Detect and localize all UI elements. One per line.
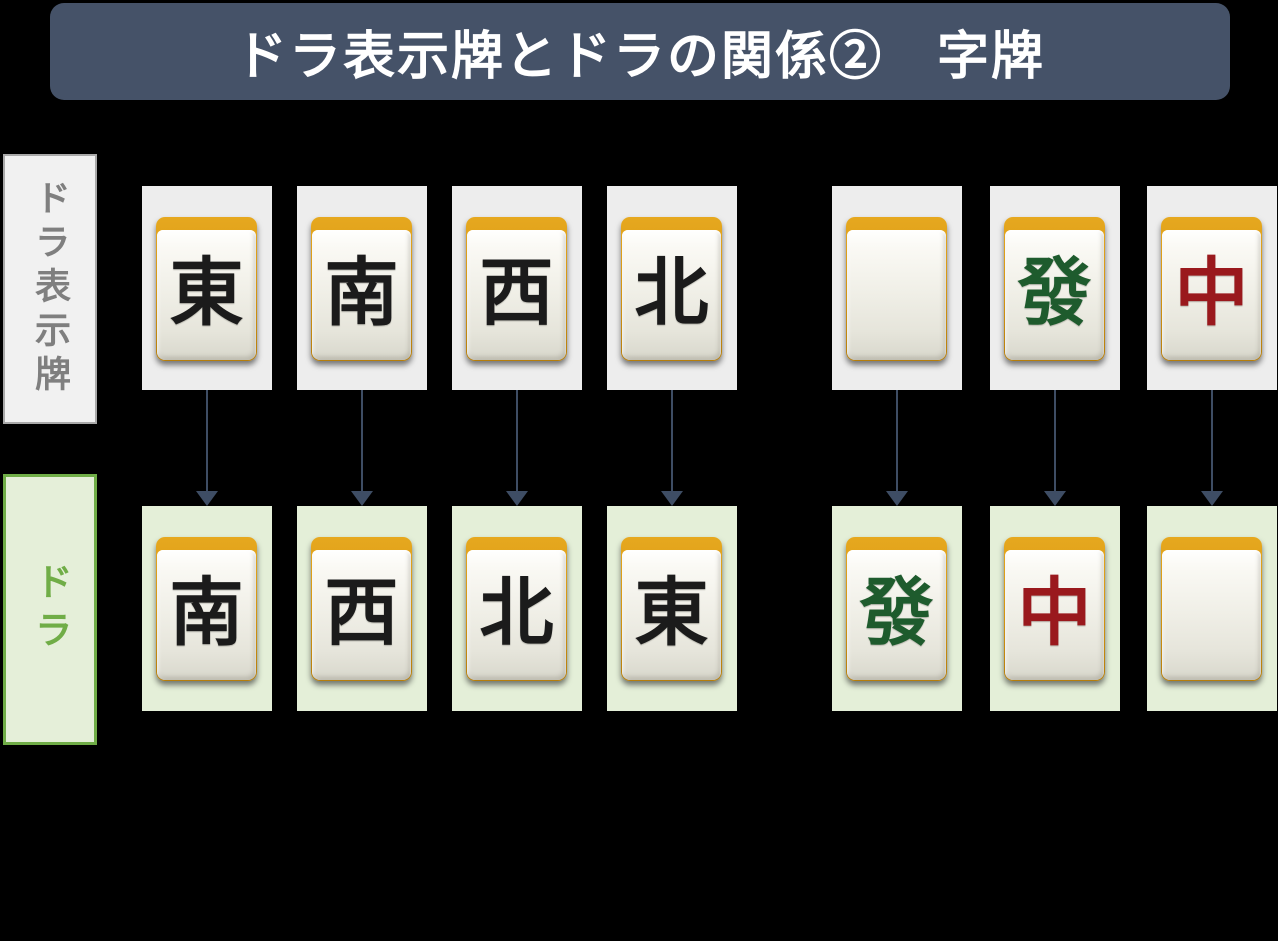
tile-glyph: 南 bbox=[324, 250, 399, 336]
dora-card-north: 北 bbox=[452, 506, 582, 711]
tile-face: 北 bbox=[622, 230, 721, 360]
dora-tile-east: 東 bbox=[621, 537, 722, 681]
indicator-tile-south: 南 bbox=[311, 217, 412, 361]
tile-glyph: 中 bbox=[1017, 570, 1092, 656]
dora-card-south: 南 bbox=[142, 506, 272, 711]
indicator-tile-red-dragon: 中 bbox=[1161, 217, 1262, 361]
indicator-tile-green-dragon: 發 bbox=[1004, 217, 1105, 361]
dora-tile-west: 西 bbox=[311, 537, 412, 681]
dora-tile-green-dragon: 發 bbox=[846, 537, 947, 681]
down-arrow-line bbox=[361, 390, 363, 491]
dora-card-red-dragon: 中 bbox=[990, 506, 1120, 711]
tile-glyph: 北 bbox=[479, 570, 554, 656]
mapping-column-white-dragon: 發 bbox=[832, 186, 962, 711]
tile-face: 東 bbox=[157, 230, 256, 360]
dora-card-green-dragon: 發 bbox=[832, 506, 962, 711]
row-label-dora: ドラ bbox=[3, 474, 97, 745]
mapping-column-red-dragon: 中 bbox=[1147, 186, 1277, 711]
down-arrow-head-icon bbox=[886, 491, 908, 506]
mapping-column-green-dragon: 發 中 bbox=[990, 186, 1120, 711]
tile-face: 中 bbox=[1162, 230, 1261, 360]
tile-glyph: 發 bbox=[1017, 250, 1092, 336]
down-arrow-line bbox=[516, 390, 518, 491]
tile-glyph: 北 bbox=[634, 250, 709, 336]
down-arrow-line bbox=[671, 390, 673, 491]
indicator-card-north: 北 bbox=[607, 186, 737, 390]
row-label-dora-indicator: ドラ表示牌 bbox=[3, 154, 97, 424]
tile-glyph: 西 bbox=[479, 250, 554, 336]
indicator-card-east: 東 bbox=[142, 186, 272, 390]
tile-face: 西 bbox=[312, 550, 411, 680]
tile-face bbox=[1162, 550, 1261, 680]
tile-face bbox=[847, 230, 946, 360]
tile-face: 發 bbox=[847, 550, 946, 680]
down-arrow-head-icon bbox=[1201, 491, 1223, 506]
dora-card-white-dragon bbox=[1147, 506, 1277, 711]
mapping-column-east: 東 南 bbox=[142, 186, 272, 711]
tile-face: 南 bbox=[157, 550, 256, 680]
dora-tile-white-dragon bbox=[1161, 537, 1262, 681]
tile-glyph: 中 bbox=[1174, 250, 1249, 336]
tile-face: 東 bbox=[622, 550, 721, 680]
indicator-tile-east: 東 bbox=[156, 217, 257, 361]
tile-glyph: 東 bbox=[169, 250, 244, 336]
down-arrow-line bbox=[896, 390, 898, 491]
tile-face: 發 bbox=[1005, 230, 1104, 360]
indicator-card-white-dragon bbox=[832, 186, 962, 390]
indicator-tile-north: 北 bbox=[621, 217, 722, 361]
indicator-card-red-dragon: 中 bbox=[1147, 186, 1277, 390]
row-label-dora-indicator-text: ドラ表示牌 bbox=[30, 179, 71, 399]
indicator-card-south: 南 bbox=[297, 186, 427, 390]
title-bar: ドラ表示牌とドラの関係② 字牌 bbox=[50, 3, 1230, 100]
down-arrow-head-icon bbox=[1044, 491, 1066, 506]
indicator-tile-white-dragon bbox=[846, 217, 947, 361]
dora-tile-south: 南 bbox=[156, 537, 257, 681]
tile-face: 西 bbox=[467, 230, 566, 360]
down-arrow-head-icon bbox=[351, 491, 373, 506]
down-arrow-line bbox=[1054, 390, 1056, 491]
mapping-column-south: 南 西 bbox=[297, 186, 427, 711]
dora-card-east: 東 bbox=[607, 506, 737, 711]
dora-tile-red-dragon: 中 bbox=[1004, 537, 1105, 681]
tile-face: 南 bbox=[312, 230, 411, 360]
down-arrow-head-icon bbox=[506, 491, 528, 506]
mapping-column-north: 北 東 bbox=[607, 186, 737, 711]
row-label-dora-text: ドラ bbox=[28, 561, 71, 658]
indicator-card-green-dragon: 發 bbox=[990, 186, 1120, 390]
down-arrow-line bbox=[206, 390, 208, 491]
down-arrow-line bbox=[1211, 390, 1213, 491]
mapping-column-west: 西 北 bbox=[452, 186, 582, 711]
tile-glyph: 南 bbox=[169, 570, 244, 656]
down-arrow-head-icon bbox=[196, 491, 218, 506]
page-title: ドラ表示牌とドラの関係② 字牌 bbox=[234, 28, 1045, 86]
dora-card-west: 西 bbox=[297, 506, 427, 711]
tile-glyph: 東 bbox=[634, 570, 709, 656]
tile-glyph: 西 bbox=[324, 570, 399, 656]
dora-tile-north: 北 bbox=[466, 537, 567, 681]
down-arrow-head-icon bbox=[661, 491, 683, 506]
tile-glyph: 發 bbox=[859, 570, 934, 656]
indicator-card-west: 西 bbox=[452, 186, 582, 390]
indicator-tile-west: 西 bbox=[466, 217, 567, 361]
tile-face: 北 bbox=[467, 550, 566, 680]
tile-face: 中 bbox=[1005, 550, 1104, 680]
